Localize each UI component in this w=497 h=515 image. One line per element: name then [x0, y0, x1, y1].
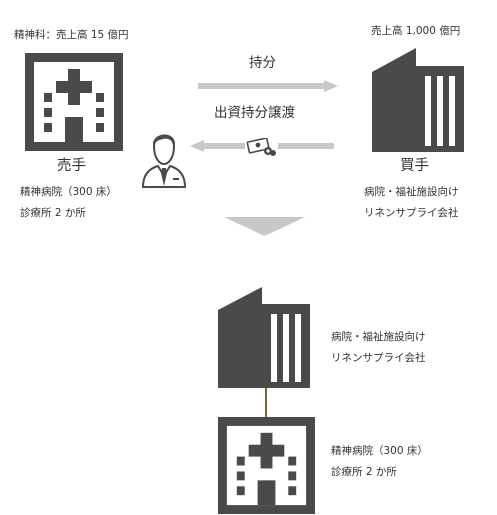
seller-desc-line2: 診療所 2 か所	[20, 207, 86, 219]
parent-building-icon	[218, 287, 310, 388]
child-hospital-icon	[218, 417, 315, 514]
buyer-building-icon	[372, 48, 464, 152]
ownership-link-line	[265, 388, 267, 417]
buyer-label: 買手	[400, 158, 429, 174]
seller-revenue-header: 精神科：売上高 15 億円	[14, 29, 129, 41]
parent-desc-line1: 病院・福祉施設向け	[331, 331, 426, 343]
down-triangle-arrow	[224, 217, 305, 236]
child-desc-line2: 診療所 2 か所	[331, 466, 397, 478]
seller-desc-line1: 精神病院（300 床）	[20, 186, 117, 198]
buyer-revenue-header: 売上高 1,000 億円	[371, 25, 461, 37]
seller-label: 売手	[57, 158, 86, 174]
buyer-desc-line2: リネンサプライ会社	[364, 207, 459, 219]
seller-hospital-icon	[25, 53, 123, 151]
money-icon	[246, 138, 276, 158]
equity-transfer-label: 出資持分譲渡	[214, 105, 295, 121]
buyer-desc-line1: 病院・福祉施設向け	[364, 186, 459, 198]
payment-arrow-left	[190, 140, 334, 152]
parent-desc-line2: リネンサプライ会社	[331, 352, 426, 364]
share-label: 持分	[249, 55, 276, 71]
share-transfer-arrow-right	[198, 80, 338, 92]
child-desc-line1: 精神病院（300 床）	[331, 445, 428, 457]
businessman-icon	[141, 126, 187, 188]
